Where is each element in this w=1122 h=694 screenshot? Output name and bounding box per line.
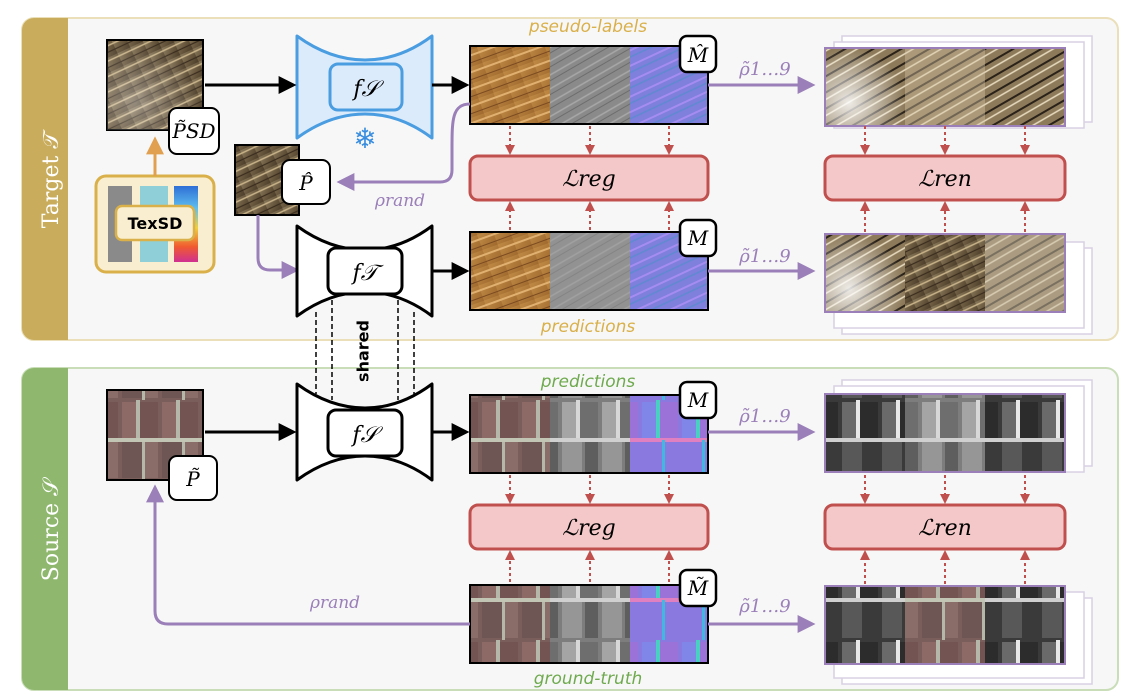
source-pred-render-1 [825, 394, 905, 472]
source-pred-frame [469, 394, 709, 474]
shared-weights-lines [315, 300, 415, 400]
rho-19-target-pred-label: ρ̃1…9 [738, 246, 791, 267]
rho-19-gt-label: ρ̃1…9 [738, 596, 791, 617]
pseudo-render-1-glow [825, 48, 905, 126]
source-pred-roughness [550, 395, 630, 473]
pseudo-albedo-map [470, 46, 550, 124]
tpr-1-glow [825, 234, 905, 312]
source-pred-render-frame [824, 393, 1066, 473]
gt-render-1 [825, 586, 905, 664]
texsd-label: TexSD [128, 214, 183, 233]
m-source-label: M [687, 388, 709, 412]
gt-render-frame [824, 585, 1066, 665]
pseudo-roughness-map [550, 46, 630, 124]
source-predictions-caption: predictions [540, 372, 636, 392]
snowflake-icon: ❄ [353, 122, 376, 155]
target-reg-loss-box [468, 154, 710, 202]
source-pred-render-3 [985, 394, 1065, 472]
ground-truth-caption: ground-truth [534, 669, 643, 689]
target-net-core [326, 246, 404, 296]
pseudo-render-2-tex [905, 48, 985, 126]
m-tilde-label-box [678, 568, 718, 608]
target-loss-dotted-arrows [505, 126, 1030, 232]
shared-label: shared [354, 320, 373, 382]
target-pred-render-frame [824, 233, 1066, 313]
m-tilde-label: M̃ [687, 576, 709, 600]
gt-roughness-map [550, 585, 630, 663]
source-pred-renderings-stack [824, 379, 1093, 473]
source-pred-albedo [470, 395, 550, 473]
m-hat-label-box [678, 34, 718, 74]
gt-albedo-map [470, 585, 550, 663]
gt-to-source-input-arrow [146, 484, 470, 626]
p-sd-label: P̃SD [171, 119, 215, 143]
source-pred-render-2 [905, 394, 985, 472]
p-hat-label-box [281, 159, 331, 205]
m-target-label: M [687, 226, 709, 250]
source-reg-loss-box [468, 503, 710, 551]
m-target-label-box [678, 218, 718, 258]
ground-truth-maps [469, 584, 709, 664]
target-reg-loss-label: ℒreg [562, 167, 615, 192]
source-reg-loss-label: ℒreg [562, 516, 615, 541]
target-pred-renderings-stack [824, 233, 1093, 335]
gt-render-3 [985, 586, 1065, 664]
gt-renderings-stack [824, 585, 1093, 685]
target-ren-loss-box [823, 154, 1067, 202]
source-panel-label: Source 𝒮 [39, 477, 64, 581]
p-tilde-label-box [168, 455, 218, 501]
p-sd-label-box [168, 107, 220, 155]
target-pred-roughness-tex [550, 232, 630, 310]
rho-rand-top-label: ρrand [374, 191, 425, 211]
p-hat-label: P̂ [298, 171, 313, 195]
source-ren-loss-box [823, 503, 1067, 551]
source-panel-tab [22, 368, 68, 690]
target-panel-label: Target 𝒯 [39, 129, 64, 229]
target-predictions-caption: predictions [540, 317, 636, 337]
target-panel-tab [22, 18, 68, 340]
target-prediction-maps [469, 231, 709, 311]
target-ren-loss-label: ℒren [918, 167, 972, 192]
pseudo-render-3 [985, 48, 1065, 126]
target-pred-render-2 [905, 234, 985, 312]
frozen-net-core [328, 62, 404, 112]
p-tilde-label: P̃ [185, 467, 200, 491]
m-source-label-box [678, 380, 718, 420]
pseudo-label-maps [469, 45, 709, 125]
target-pred-albedo [470, 232, 550, 310]
texsd-label-box [114, 204, 196, 242]
tpr-3-tex [985, 234, 1065, 312]
m-hat-label: M̂ [687, 43, 709, 67]
source-ren-loss-label: ℒren [918, 516, 972, 541]
source-loss-dotted-arrows [505, 475, 1030, 584]
phat-to-student-arrow [256, 215, 300, 279]
pseudo-to-phat-arrow [336, 102, 471, 191]
rho-19-source-pred-label: ρ̃1…9 [738, 406, 791, 427]
source-prediction-maps [469, 394, 709, 474]
rho-19-top-label: ρ̃1…9 [738, 59, 791, 80]
rho-rand-bottom-label: ρrand [309, 593, 360, 613]
gt-render-2 [905, 586, 985, 664]
pseudo-labels-caption: pseudo-labels [528, 17, 647, 37]
pseudo-renderings-stack [824, 35, 1093, 129]
source-net-core [326, 408, 404, 458]
